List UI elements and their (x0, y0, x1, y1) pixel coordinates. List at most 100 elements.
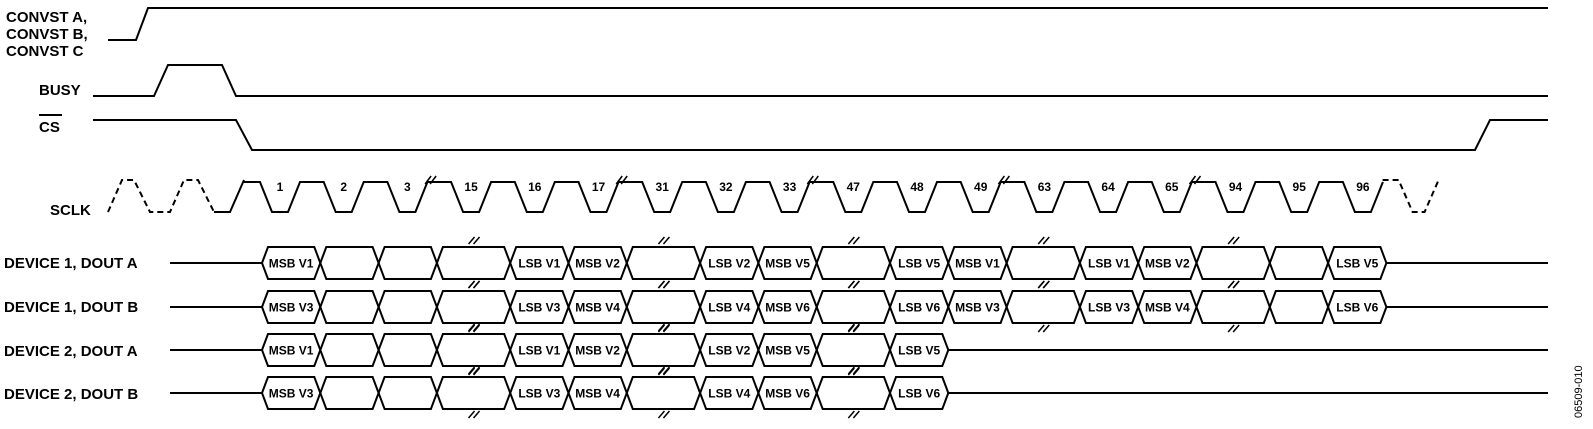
dout-cell-label: MSB V6 (765, 301, 810, 315)
dout-data-cell (435, 290, 512, 324)
dout-break-mark (847, 323, 860, 376)
dout-cell-label: LSB V1 (518, 344, 560, 358)
dout-cell-label: LSB V1 (518, 257, 560, 271)
dout-cell-label: LSB V4 (708, 387, 750, 401)
dout-cell-label: LSB V3 (518, 387, 560, 401)
dout-label-d2a: DEVICE 2, DOUT A (4, 343, 138, 360)
dout-data-cell (377, 290, 438, 324)
busy-waveform (93, 64, 1548, 97)
dout-label-d2b: DEVICE 2, DOUT B (4, 386, 138, 403)
dout-cell-label: MSB V1 (269, 344, 314, 358)
sclk-break-mark (615, 175, 628, 185)
sclk-dashed-post (1382, 179, 1440, 213)
dout-data-cell (625, 290, 702, 324)
sclk-number: 3 (404, 180, 411, 194)
dout-data-cell (1195, 290, 1271, 324)
sclk-number: 47 (847, 180, 861, 194)
sclk-number: 1 (277, 180, 284, 194)
sclk-number: 63 (1038, 180, 1052, 194)
dout-cell-label: MSB V4 (1145, 301, 1190, 315)
dout-data-cell (377, 333, 438, 367)
dout-cell-label: LSB V5 (898, 344, 940, 358)
dout-data-cell (625, 333, 702, 367)
dout-data-cell (435, 333, 512, 367)
sclk-number: 64 (1101, 180, 1115, 194)
dout-cell-label: LSB V1 (1088, 257, 1130, 271)
dout-break-mark (467, 323, 481, 376)
dout-data-cell (377, 246, 438, 280)
busy-label: BUSY (39, 82, 81, 99)
dout-cell-label: LSB V6 (1336, 301, 1378, 315)
dout-cell-label: MSB V4 (575, 387, 620, 401)
convst-waveform (108, 7, 1548, 41)
dout-label-d1b: DEVICE 1, DOUT B (4, 299, 138, 316)
dout-break-mark (657, 236, 671, 289)
sclk-number: 16 (528, 180, 542, 194)
sclk-number: 31 (656, 180, 670, 194)
dout-cell-label: MSB V2 (1145, 257, 1190, 271)
dout-break-mark (467, 366, 481, 419)
dout-data-cell (815, 290, 892, 324)
dout-cell-label: LSB V5 (1336, 257, 1378, 271)
dout-break-mark (467, 280, 481, 333)
sclk-pre-edge (214, 179, 245, 213)
sclk-break-mark (806, 175, 819, 185)
sclk-label: SCLK (50, 202, 91, 219)
sclk-number: 33 (783, 180, 797, 194)
convst-label-line2: CONVST B, (6, 26, 88, 43)
dout-data-cell (435, 246, 512, 280)
dout-break-mark (657, 323, 671, 376)
dout-break-mark (847, 236, 860, 289)
dout-break-mark (847, 280, 860, 333)
dout-break-mark (657, 280, 671, 333)
dout-cell-label: MSB V3 (269, 301, 314, 315)
dout-cell-label: MSB V6 (765, 387, 810, 401)
dout-data-cell (1268, 246, 1330, 280)
dout-cell-label: LSB V5 (898, 257, 940, 271)
cs-label: CS (39, 119, 60, 136)
sclk-dashed-pre (107, 179, 215, 213)
sclk-number: 96 (1356, 180, 1370, 194)
dout-data-cell (815, 333, 892, 367)
dout-data-cell (319, 246, 380, 280)
dout-cell-label: MSB V5 (765, 257, 810, 271)
dout-cell-label: MSB V2 (575, 344, 620, 358)
dout-data-cell (319, 376, 380, 410)
sclk-number: 48 (910, 180, 924, 194)
dout-data-cell (319, 333, 380, 367)
sclk-number: 32 (719, 180, 733, 194)
dout-cell-label: MSB V2 (575, 257, 620, 271)
figure-id: 06509-010 (1573, 365, 1585, 418)
dout-data-cell (625, 376, 702, 410)
dout-cell-label: LSB V2 (708, 344, 750, 358)
dout-cell-label: LSB V3 (1088, 301, 1130, 315)
dout-data-cell (1268, 290, 1330, 324)
dout-data-cell (815, 376, 892, 410)
dout-break-mark (467, 236, 481, 289)
dout-cell-label: LSB V4 (708, 301, 750, 315)
dout-break-mark (657, 366, 671, 419)
dout-data-cell (435, 376, 512, 410)
dout-cell-label: MSB V5 (765, 344, 810, 358)
sclk-train (244, 181, 1384, 213)
convst-label-line3: CONVST C (6, 43, 84, 60)
sclk-number: 49 (974, 180, 988, 194)
dout-cell-label: MSB V3 (955, 301, 1000, 315)
sclk-break-mark (424, 175, 437, 185)
sclk-break-mark (997, 175, 1010, 185)
dout-cell-label: LSB V2 (708, 257, 750, 271)
dout-waveforms: MSB V1 LSB V1 MSB V2 LSB V2 MSB V5 LSB V5 MSB … (170, 236, 1548, 419)
dout-data-cell (377, 376, 438, 410)
sclk-number: 94 (1229, 180, 1243, 194)
dout-cell-label: LSB V6 (898, 301, 940, 315)
dout-cell-label: MSB V4 (575, 301, 620, 315)
sclk-number: 65 (1165, 180, 1179, 194)
dout-cell-label: MSB V3 (269, 387, 314, 401)
dout-data-cell (1005, 290, 1081, 324)
sclk-number: 2 (340, 180, 347, 194)
sclk-number: 17 (592, 180, 606, 194)
dout-data-cell (1005, 246, 1081, 280)
cs-waveform (93, 119, 1548, 151)
dout-cell-label: MSB V1 (955, 257, 1000, 271)
dout-label-d1a: DEVICE 1, DOUT A (4, 255, 138, 272)
